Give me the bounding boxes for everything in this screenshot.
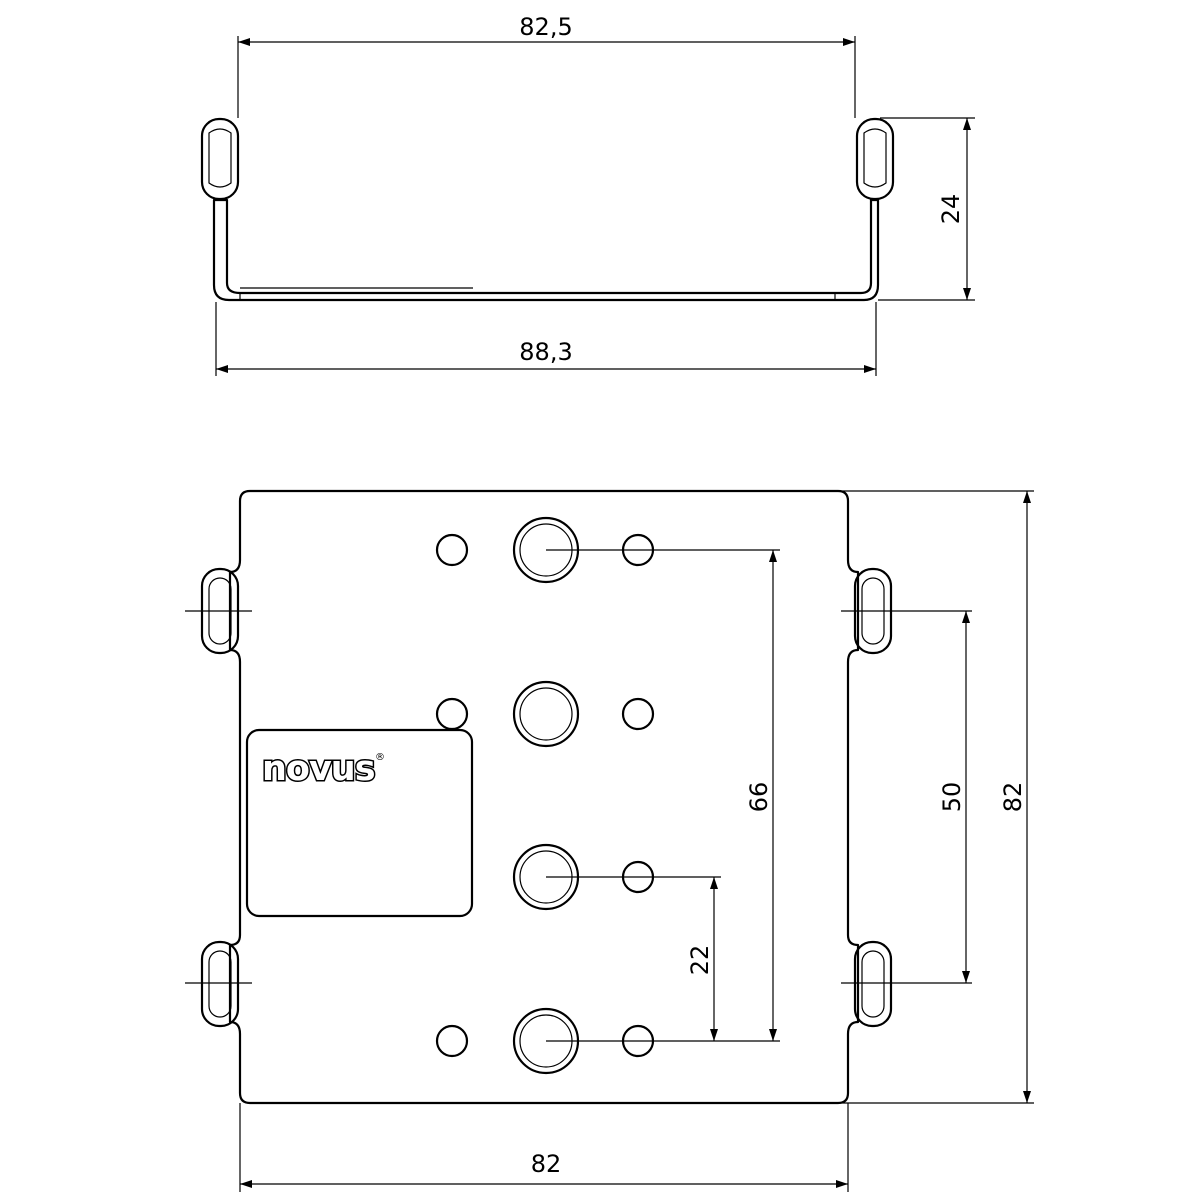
slot-bottom-right-icon <box>853 940 893 1028</box>
left-foot-icon <box>200 117 240 201</box>
dim-plate-height: 82 <box>999 782 1027 813</box>
dim-hole-pitch-small: 22 <box>686 945 714 976</box>
bracket-profile <box>212 198 880 302</box>
plan-view: novus ® 66 22 50 82 82 <box>185 489 1034 1192</box>
dim-top-outer-width: 88,3 <box>519 338 572 366</box>
dim-plate-width: 82 <box>531 1150 562 1178</box>
small-hole-icon <box>435 697 469 731</box>
slot-bottom-left-icon <box>200 940 240 1028</box>
right-foot-icon <box>855 117 895 201</box>
small-hole-icon <box>435 533 469 567</box>
dim-tab-pitch: 50 <box>938 782 966 813</box>
registered-mark: ® <box>375 752 385 763</box>
dim-top-height: 24 <box>937 194 965 225</box>
small-hole-icon <box>621 697 655 731</box>
label-panel <box>245 728 474 918</box>
novus-logo: novus <box>262 749 375 789</box>
dim-hole-pitch-large: 66 <box>745 782 773 813</box>
small-hole-icon <box>435 1024 469 1058</box>
large-hole-icon <box>512 680 580 748</box>
dim-top-inner-width: 82,5 <box>519 13 572 41</box>
side-view: 82,5 88,3 24 <box>200 13 975 376</box>
